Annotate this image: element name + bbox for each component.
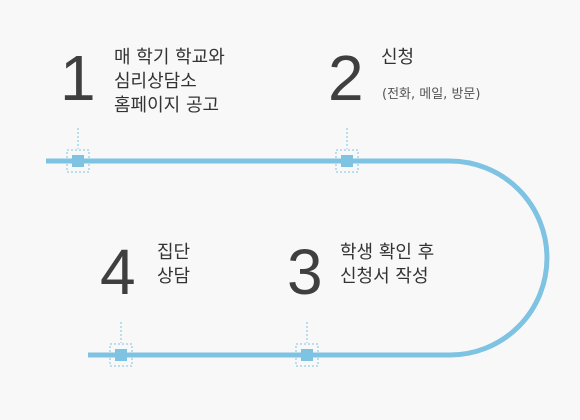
step-1-line-2: 심리상담소 <box>114 71 197 92</box>
node-step-3 <box>295 322 319 367</box>
step-2-number: 2 <box>328 42 364 114</box>
node-step-4 <box>109 322 133 367</box>
step-4-number: 4 <box>100 236 136 308</box>
step-3-line-2: 신청서 작성 <box>340 266 429 287</box>
step-2-sub: (전화, 메일, 방문) <box>382 87 481 102</box>
step-4-line-1: 집단 <box>157 242 191 263</box>
step-1-label: 매 학기 학교와 심리상담소 홈페이지 공고 <box>114 46 225 118</box>
step-4-label: 집단 상담 <box>157 241 190 289</box>
step-3-line-1: 학생 확인 후 <box>340 242 435 263</box>
step-4-line-2: 상담 <box>157 266 191 287</box>
step-2-line-1: 신청 <box>381 47 415 68</box>
step-3-label: 학생 확인 후 신청서 작성 <box>340 241 434 289</box>
node-step-1 <box>66 128 90 173</box>
step-2-label: 신청 <box>381 46 414 70</box>
track-path <box>46 158 550 358</box>
step-1-line-3: 홈페이지 공고 <box>114 95 220 116</box>
step-1-number: 1 <box>60 42 96 114</box>
step-1-line-1: 매 학기 학교와 <box>114 47 225 68</box>
step-3-number: 3 <box>287 236 323 308</box>
node-step-2 <box>335 128 359 173</box>
